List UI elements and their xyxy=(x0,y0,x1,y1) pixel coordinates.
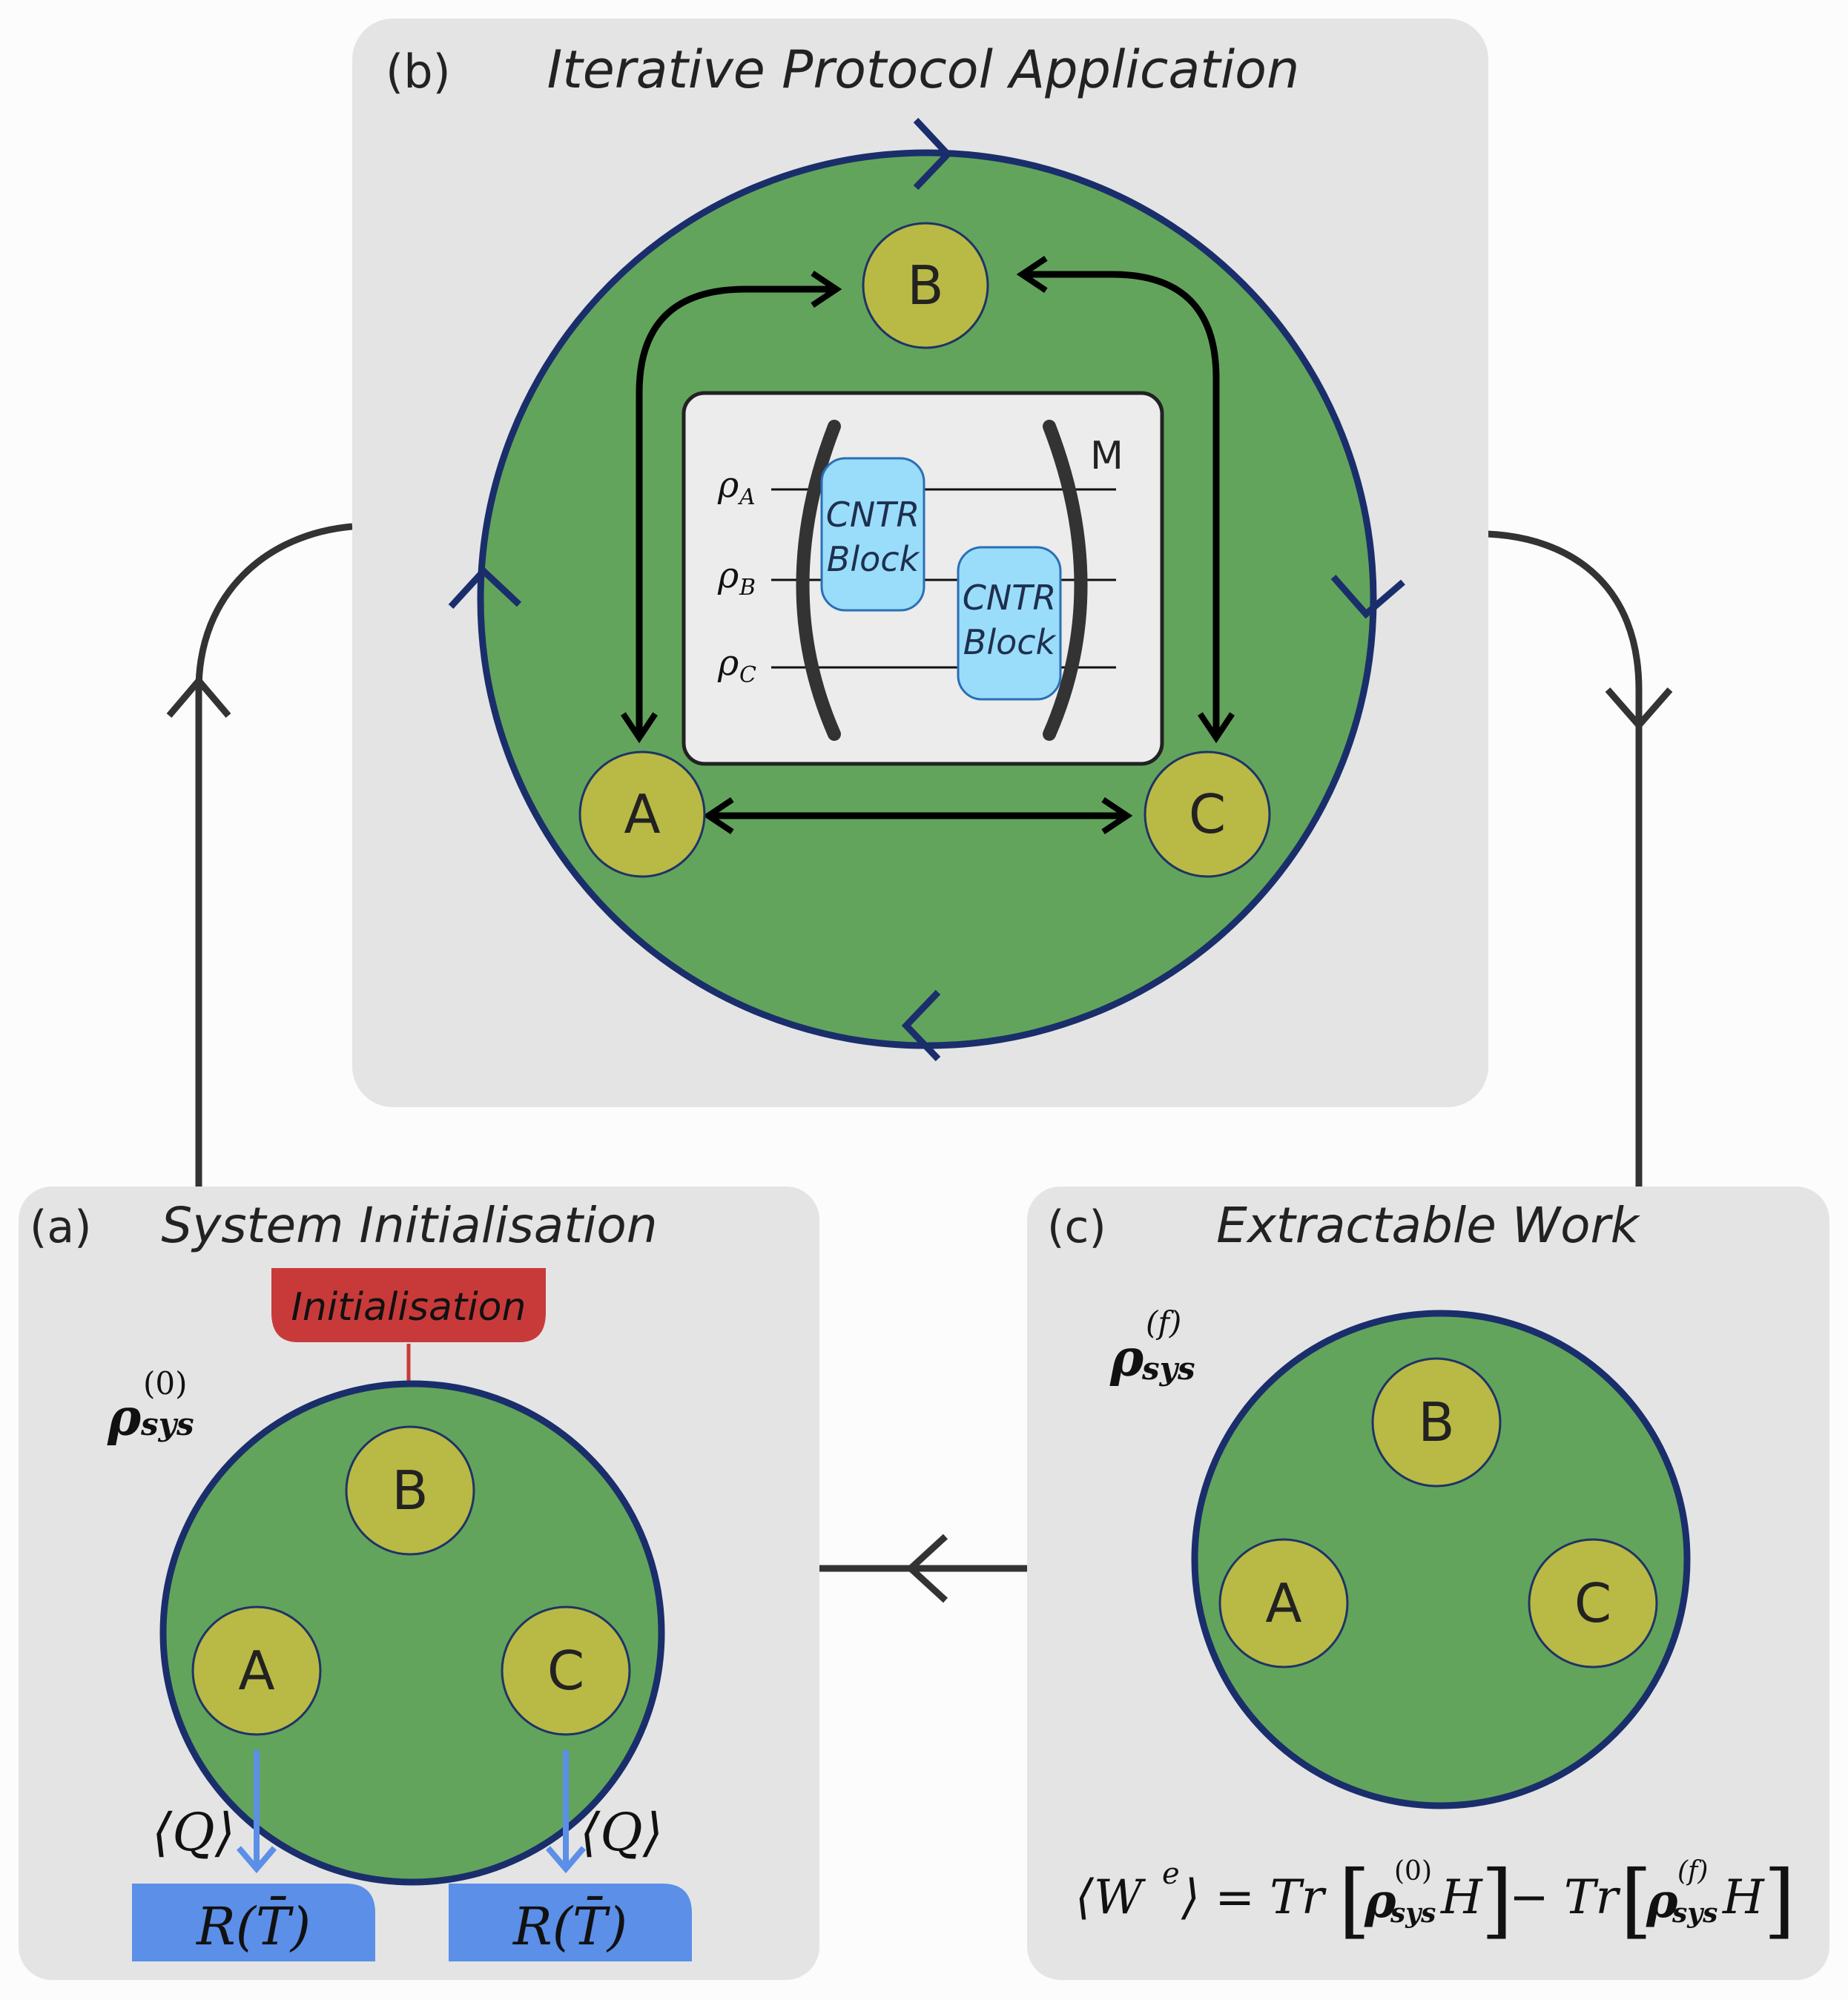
node-b: B xyxy=(862,222,989,349)
panel-c-title: Extractable Work xyxy=(1216,1197,1640,1254)
chevron-bottom-icon xyxy=(901,989,941,1062)
chevron-right-icon xyxy=(1330,575,1405,619)
initialisation-label: Initialisation xyxy=(291,1285,527,1330)
node-a-final: A xyxy=(1218,1538,1349,1669)
reservoir-right xyxy=(449,1884,692,1961)
svg-text:Block: Block xyxy=(827,539,921,579)
left-loop-line xyxy=(195,523,353,1187)
svg-text:B: B xyxy=(392,1459,428,1522)
disc-direction-chevrons xyxy=(448,117,1405,1062)
svg-text:C: C xyxy=(739,662,756,688)
left-parenthesis xyxy=(796,420,841,741)
svg-text:]: ] xyxy=(1481,1852,1513,1947)
right-loop-line xyxy=(1486,530,1643,1187)
svg-text:[: [ xyxy=(1339,1852,1370,1947)
heat-label-left: ⟨Q⟩ xyxy=(152,1802,235,1863)
chevron-left-icon xyxy=(448,566,522,610)
svg-text:C: C xyxy=(1189,783,1226,845)
wire-label-b: ρ B xyxy=(717,555,756,601)
svg-text:ρ: ρ xyxy=(107,1388,142,1448)
reservoir-left xyxy=(132,1884,375,1961)
panel-c: (c) Extractable Work ρ (f) sys B A C ⟨W … xyxy=(1027,1187,1829,1980)
svg-text:A: A xyxy=(624,783,660,845)
work-equation: ⟨W e ⟩ = Tr [ ρ (0) sys H ] − Tr [ ρ (f)… xyxy=(1075,1852,1795,1947)
svg-text:(0): (0) xyxy=(143,1365,188,1402)
svg-text:sys: sys xyxy=(1672,1898,1717,1929)
cntr-block-1: CNTR Block xyxy=(820,457,925,612)
rho-initial-label: ρ (0) sys xyxy=(107,1365,194,1448)
node-b-initial: B xyxy=(345,1425,475,1556)
panel-b-label: (b) xyxy=(386,44,451,99)
svg-text:B: B xyxy=(739,575,756,601)
system-disc-initial xyxy=(159,1380,665,1886)
panel-a: (a) System Initialisation Initialisation… xyxy=(19,1187,819,1980)
svg-text:(f): (f) xyxy=(1677,1856,1708,1887)
svg-text:− Tr: − Tr xyxy=(1509,1870,1621,1925)
svg-text:CNTR: CNTR xyxy=(826,495,920,535)
node-a-initial: A xyxy=(191,1605,322,1736)
panel-a-title: System Initialisation xyxy=(161,1197,657,1254)
svg-text:⟨W: ⟨W xyxy=(1075,1870,1146,1925)
svg-text:A: A xyxy=(238,1640,274,1702)
svg-text:C: C xyxy=(1574,1572,1611,1634)
svg-text:ρ: ρ xyxy=(1364,1873,1396,1929)
svg-text:B: B xyxy=(1418,1391,1454,1453)
repeat-power-label: M xyxy=(1090,434,1123,478)
svg-text:H: H xyxy=(1440,1870,1483,1925)
svg-text:sys: sys xyxy=(1390,1898,1436,1929)
wire-label-a: ρ A xyxy=(717,464,756,510)
reservoir-right-label: R(T̄) xyxy=(512,1895,627,1957)
svg-text:⟩ = Tr: ⟩ = Tr xyxy=(1181,1870,1327,1925)
svg-text:sys: sys xyxy=(140,1406,194,1442)
loop-connectors xyxy=(166,523,1673,1603)
svg-text:Block: Block xyxy=(963,622,1057,662)
heat-arrows xyxy=(236,1750,587,1874)
svg-text:C: C xyxy=(547,1640,584,1702)
svg-text:H: H xyxy=(1722,1870,1765,1925)
interaction-arrows xyxy=(621,256,1235,834)
svg-text:ρ: ρ xyxy=(717,464,739,506)
initialisation-badge xyxy=(271,1268,546,1342)
svg-text:]: ] xyxy=(1763,1852,1795,1947)
left-loop-chevron xyxy=(166,676,231,718)
reservoir-left-label: R(T̄) xyxy=(195,1895,311,1957)
svg-text:(0): (0) xyxy=(1394,1856,1432,1887)
svg-text:e: e xyxy=(1162,1857,1180,1891)
svg-text:sys: sys xyxy=(1141,1350,1195,1387)
arrow-b-c xyxy=(1016,256,1235,744)
wire-label-c: ρ C xyxy=(717,642,756,688)
node-a: A xyxy=(578,750,706,878)
svg-text:CNTR: CNTR xyxy=(963,578,1057,618)
svg-text:ρ: ρ xyxy=(717,642,739,684)
node-c-initial: C xyxy=(501,1605,631,1736)
panel-c-label: (c) xyxy=(1047,1201,1106,1253)
svg-text:A: A xyxy=(737,484,756,510)
system-disc-final xyxy=(1191,1310,1691,1809)
panel-b-title: Iterative Protocol Application xyxy=(547,39,1300,100)
right-loop-chevron xyxy=(1605,687,1673,730)
arrow-a-b xyxy=(621,271,842,744)
svg-text:(f): (f) xyxy=(1146,1304,1181,1341)
panel-b: (b) Iterative Protocol Application B A C xyxy=(352,19,1488,1107)
svg-text:[: [ xyxy=(1620,1852,1652,1947)
heat-arrow-left xyxy=(236,1750,277,1874)
node-b-final: B xyxy=(1371,1357,1502,1488)
svg-text:ρ: ρ xyxy=(1646,1873,1678,1929)
svg-text:ρ: ρ xyxy=(1109,1329,1144,1388)
svg-text:ρ: ρ xyxy=(717,555,739,596)
svg-text:A: A xyxy=(1265,1572,1301,1634)
heat-label-right: ⟨Q⟩ xyxy=(580,1802,663,1863)
chevron-top-icon xyxy=(913,117,953,191)
bottom-connector-chevron xyxy=(905,1534,948,1603)
svg-text:B: B xyxy=(907,254,943,317)
panel-a-label: (a) xyxy=(30,1201,92,1253)
rho-final-label: ρ (f) sys xyxy=(1109,1304,1195,1388)
cntr-block-2: CNTR Block xyxy=(957,546,1062,701)
circuit-box: ρ A ρ B ρ C M CNTR Block CNTR Bloc xyxy=(682,391,1164,766)
heat-arrow-right xyxy=(545,1750,587,1874)
node-c: C xyxy=(1144,750,1271,878)
right-parenthesis xyxy=(1043,420,1088,741)
node-c-final: C xyxy=(1528,1538,1658,1669)
